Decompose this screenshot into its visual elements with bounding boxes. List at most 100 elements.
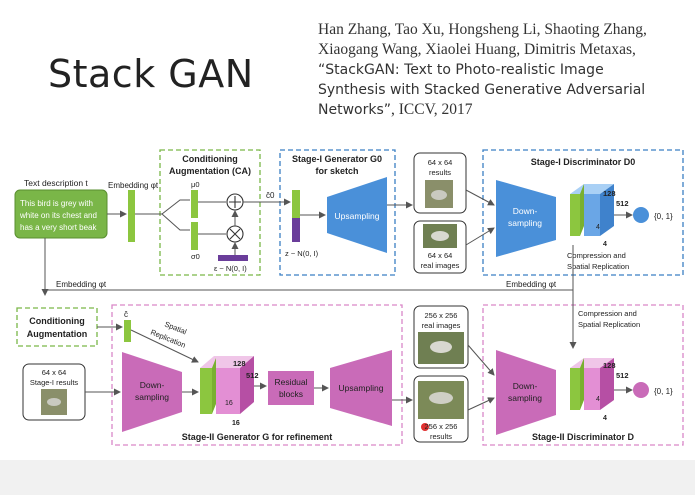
mu-vector bbox=[191, 190, 198, 218]
compression-label: Spatial Replication bbox=[567, 262, 629, 271]
arrow-real-to-disc1 bbox=[465, 227, 495, 246]
ca-split-lines bbox=[161, 199, 190, 231]
stage1-output-node bbox=[633, 207, 649, 223]
residual-label: blocks bbox=[279, 389, 303, 399]
stage1-upsampling-block bbox=[327, 177, 387, 253]
stage2-disc-downsampling-block bbox=[496, 350, 556, 435]
c0-vector bbox=[292, 190, 300, 218]
stage2-generator-title: Stage-II Generator G for refinement bbox=[182, 432, 333, 442]
cube1-front bbox=[584, 194, 600, 236]
cube3-front bbox=[584, 368, 600, 410]
ca-title: Augmentation (CA) bbox=[169, 166, 251, 176]
stage1-downsampling-block bbox=[496, 180, 556, 257]
c-vector bbox=[124, 320, 131, 342]
residual-label: Residual bbox=[274, 377, 307, 387]
conditioning-augmentation-box bbox=[16, 307, 98, 347]
citation-venue: , ICCV, 2017 bbox=[391, 101, 473, 118]
cube3-label: 128 bbox=[603, 361, 616, 370]
epsilon-label: ε ~ N(0, I) bbox=[214, 264, 247, 273]
stage1-results-label: 64 x 64 bbox=[428, 158, 453, 167]
stage2-upsampling-block bbox=[330, 350, 392, 426]
stage1-upsampling-label: Upsampling bbox=[335, 211, 380, 221]
cube1-label: 512 bbox=[616, 199, 629, 208]
stage1-generator-title: for sketch bbox=[315, 166, 358, 176]
stage1-results-label: results bbox=[429, 168, 451, 177]
z-label: z ~ N(0, I) bbox=[285, 249, 319, 258]
text-description-line: has a very short beak bbox=[20, 223, 97, 232]
cube3-label: 4 bbox=[596, 396, 600, 403]
stage1-real-label: 64 x 64 bbox=[428, 251, 453, 260]
citation-paper-title: “StackGAN: Text to Photo-realistic Image… bbox=[318, 62, 646, 118]
c0-label: ĉ0 bbox=[266, 191, 275, 200]
compression-label-2: Compression and bbox=[578, 309, 637, 318]
z-vector bbox=[292, 218, 300, 242]
stage2-real-label: 256 x 256 bbox=[425, 311, 458, 320]
embedding-label: Embedding φt bbox=[108, 181, 159, 190]
residual-blocks bbox=[268, 371, 314, 405]
cube1-label: 4 bbox=[596, 224, 600, 231]
cube3-side bbox=[600, 358, 614, 410]
cube2-green-face bbox=[200, 368, 212, 414]
text-description-line: This bird is grey with bbox=[20, 199, 93, 208]
cursor-dot bbox=[421, 423, 429, 431]
compression-label-2: Spatial Replication bbox=[578, 320, 640, 329]
embedding-vector bbox=[128, 190, 135, 242]
cube1-label: 128 bbox=[603, 189, 616, 198]
bird-image bbox=[47, 398, 61, 406]
stage2-gen-downsampling-label: Down- bbox=[140, 380, 165, 390]
cond-aug-2-label: Augmentation bbox=[27, 329, 88, 339]
cube2-label: 512 bbox=[246, 371, 259, 380]
cube3-green-side bbox=[580, 358, 584, 410]
epsilon-vector bbox=[218, 255, 248, 261]
arrow-results-to-disc1 bbox=[465, 189, 495, 206]
stage1-discriminator-title: Stage-I Discriminator D0 bbox=[531, 157, 636, 167]
stage2-results-label: results bbox=[430, 432, 452, 441]
stage1-results-input-label: 64 x 64 bbox=[42, 368, 67, 377]
stage2-real-label: real images bbox=[422, 321, 461, 330]
cube2-label: 128 bbox=[233, 359, 246, 368]
stage1-discriminator-region bbox=[482, 149, 684, 276]
cube1-green-face bbox=[570, 194, 580, 236]
stage2-discriminator-region bbox=[482, 304, 684, 446]
stage2-gen-downsampling-block bbox=[122, 352, 182, 432]
cube2-side bbox=[240, 356, 254, 414]
mu-label: μ0 bbox=[191, 180, 200, 189]
arrow-results2-to-disc2 bbox=[467, 397, 495, 411]
stage2-output-node bbox=[633, 382, 649, 398]
bird-image bbox=[429, 392, 453, 404]
stage2-upsampling-label: Upsampling bbox=[339, 383, 384, 393]
stackgan-diagram: Text description t This bird is grey wit… bbox=[14, 149, 684, 446]
cond-aug-2-label: Conditioning bbox=[29, 316, 84, 326]
ca-title: Conditioning bbox=[182, 154, 237, 164]
bird-image bbox=[431, 190, 447, 200]
c-hat-label: ĉ bbox=[124, 310, 128, 319]
bird-image bbox=[430, 341, 452, 353]
slide-title: Stack GAN bbox=[48, 52, 254, 96]
cube3-green-face bbox=[570, 368, 580, 410]
stage2-disc-downsampling-label: sampling bbox=[508, 393, 542, 403]
embedding-label-2: Embedding φt bbox=[56, 280, 107, 289]
stage1-output-label: {0, 1} bbox=[654, 212, 673, 221]
stage2-gen-downsampling-label: sampling bbox=[135, 392, 169, 402]
cube3-label: 4 bbox=[603, 415, 607, 422]
stage2-disc-downsampling-label: Down- bbox=[513, 381, 538, 391]
stage1-downsampling-label: sampling bbox=[508, 218, 542, 228]
sigma-label: σ0 bbox=[191, 252, 200, 261]
cube2-front bbox=[216, 368, 240, 414]
stage2-output-label: {0, 1} bbox=[654, 387, 673, 396]
cube1-label: 4 bbox=[603, 241, 607, 248]
cube2-label: 16 bbox=[232, 420, 240, 427]
stage2-generator-region bbox=[111, 304, 403, 446]
text-description-line: white on its chest and bbox=[19, 211, 97, 220]
stage2-results-label: 256 x 256 bbox=[425, 422, 458, 431]
cube1-side bbox=[600, 184, 614, 236]
bird-image bbox=[431, 231, 449, 241]
ca-region bbox=[159, 149, 261, 276]
stage1-generator-title: Stage-I Generator G0 bbox=[292, 154, 382, 164]
citation: Han Zhang, Tao Xu, Hongsheng Li, Shaotin… bbox=[318, 20, 658, 120]
sigma-vector bbox=[191, 222, 198, 250]
cube3-label: 512 bbox=[616, 371, 629, 380]
arrow-real2-to-disc2 bbox=[467, 344, 495, 376]
compression-label: Compression and bbox=[567, 251, 626, 260]
plus-icon bbox=[229, 196, 241, 208]
